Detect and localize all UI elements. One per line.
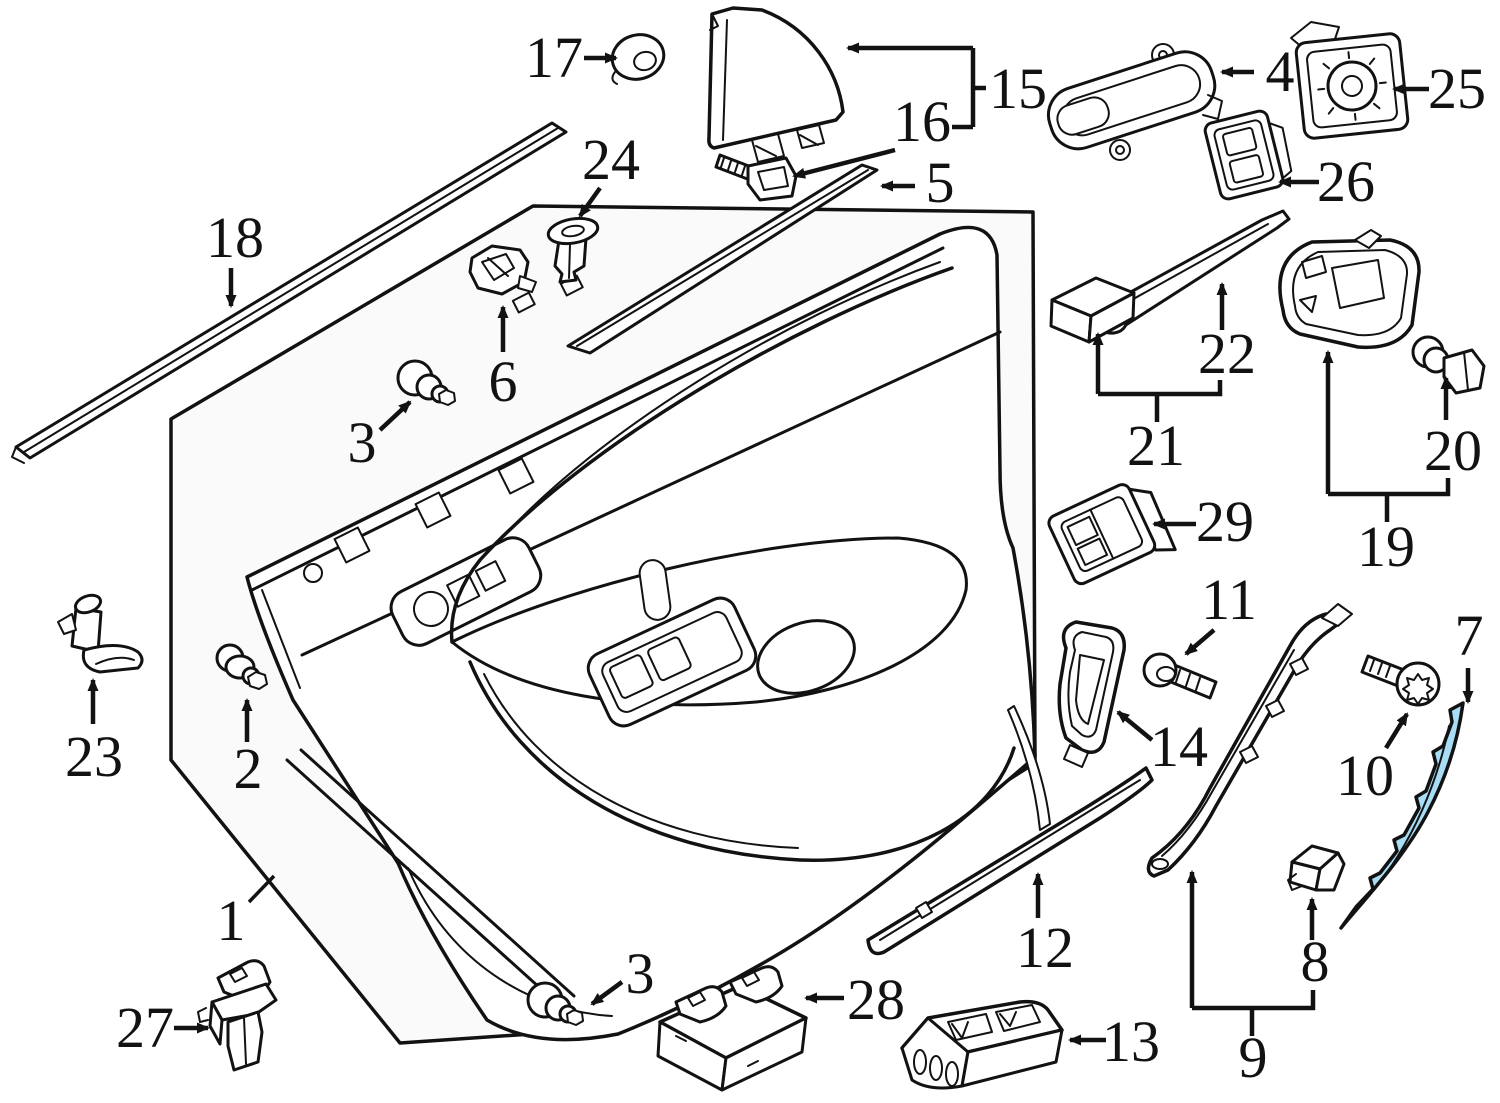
part-24-rivet-clip[interactable] xyxy=(546,215,600,284)
part-29-window-switch-single[interactable] xyxy=(1046,474,1177,593)
part-label-7[interactable]: 7 xyxy=(1455,603,1484,668)
part-label-6[interactable]: 6 xyxy=(489,349,518,414)
part-label-1[interactable]: 1 xyxy=(217,888,246,953)
part-2-screw[interactable] xyxy=(215,643,268,690)
bracket-19-20 xyxy=(1328,478,1451,522)
part-label-21[interactable]: 21 xyxy=(1127,413,1185,478)
part-10-torx-screw[interactable] xyxy=(1360,654,1441,707)
part-label-14[interactable]: 14 xyxy=(1150,714,1208,779)
arrow-24 xyxy=(578,186,602,218)
part-17-grommet[interactable] xyxy=(607,29,669,85)
arrow-10 xyxy=(1384,712,1409,750)
part-label-29[interactable]: 29 xyxy=(1196,489,1254,554)
bracket-15-16 xyxy=(952,48,986,130)
part-label-25[interactable]: 25 xyxy=(1428,56,1486,121)
part-27-window-switch[interactable] xyxy=(197,959,278,1072)
part-label-3a[interactable]: 3 xyxy=(348,410,377,475)
part-28-master-window-switch[interactable] xyxy=(656,965,808,1092)
part-7-shape[interactable] xyxy=(1339,701,1465,930)
part-label-12[interactable]: 12 xyxy=(1016,915,1074,980)
part-15-sail-trim[interactable] xyxy=(707,6,845,163)
part-1-door-trim-panel[interactable] xyxy=(245,225,1037,1042)
part-3-clip-upper[interactable] xyxy=(396,359,456,406)
part-25-mirror-switch[interactable] xyxy=(1290,21,1410,140)
part-13-switch-bezel[interactable] xyxy=(900,999,1064,1090)
part-4-door-handle[interactable] xyxy=(1041,43,1223,161)
bracket-21-22 xyxy=(1098,380,1223,422)
part-19-lamp-housing[interactable] xyxy=(1278,229,1421,350)
part-label-3b[interactable]: 3 xyxy=(626,941,655,1006)
part-label-13[interactable]: 13 xyxy=(1102,1009,1160,1074)
arrow-16 xyxy=(792,147,896,179)
part-label-16[interactable]: 16 xyxy=(893,89,951,154)
part-26-lock-switch[interactable] xyxy=(1203,107,1297,201)
part-label-28[interactable]: 28 xyxy=(847,967,905,1032)
part-20-bulb-socket[interactable] xyxy=(1411,335,1486,395)
part-label-23[interactable]: 23 xyxy=(65,724,123,789)
part-18-weatherstrip[interactable] xyxy=(11,121,568,464)
part-label-22[interactable]: 22 xyxy=(1198,321,1256,386)
leader-1 xyxy=(247,874,276,904)
part-label-19[interactable]: 19 xyxy=(1357,514,1415,579)
callout-labels: 1 2 3 3 4 5 6 7 8 9 10 11 12 13 14 15 16… xyxy=(65,25,1486,1090)
arrow-3-lower xyxy=(590,980,624,1006)
part-label-9[interactable]: 9 xyxy=(1239,1025,1268,1090)
part-label-8[interactable]: 8 xyxy=(1301,929,1330,994)
part-6-clip[interactable] xyxy=(468,244,537,296)
part-11-screw[interactable] xyxy=(1142,652,1218,700)
callout-arrows xyxy=(87,42,1474,1046)
part-label-20[interactable]: 20 xyxy=(1424,418,1482,483)
part-label-2[interactable]: 2 xyxy=(234,736,263,801)
arrow-3-upper xyxy=(378,400,412,432)
part-16-screw[interactable] xyxy=(714,153,798,202)
part-8-clip[interactable] xyxy=(1287,844,1346,892)
part-23-clip[interactable] xyxy=(57,592,144,674)
part-label-10[interactable]: 10 xyxy=(1336,743,1394,808)
part-label-24[interactable]: 24 xyxy=(582,127,640,192)
part-12-sill-strip[interactable] xyxy=(866,705,1154,956)
part-3-clip-lower[interactable] xyxy=(526,981,584,1026)
part-7-highlighted-trim[interactable] xyxy=(1339,701,1465,930)
arrow-11 xyxy=(1184,628,1216,656)
part-label-5[interactable]: 5 xyxy=(926,150,955,215)
arrow-14 xyxy=(1116,710,1154,742)
part-label-4[interactable]: 4 xyxy=(1266,39,1295,104)
part-label-18[interactable]: 18 xyxy=(206,205,264,270)
part-label-15[interactable]: 15 xyxy=(989,56,1047,121)
part-label-17[interactable]: 17 xyxy=(525,25,583,90)
part-5-trim-strip[interactable] xyxy=(566,163,879,355)
part-label-11[interactable]: 11 xyxy=(1201,567,1257,632)
bracket-9 xyxy=(1192,990,1316,1036)
part-label-26[interactable]: 26 xyxy=(1317,149,1375,214)
part-21-handle-base[interactable] xyxy=(1049,276,1136,344)
part-label-27[interactable]: 27 xyxy=(116,995,174,1060)
part-14-handle-bezel[interactable] xyxy=(1057,620,1126,768)
part-9-pillar-trim[interactable] xyxy=(1146,603,1353,878)
